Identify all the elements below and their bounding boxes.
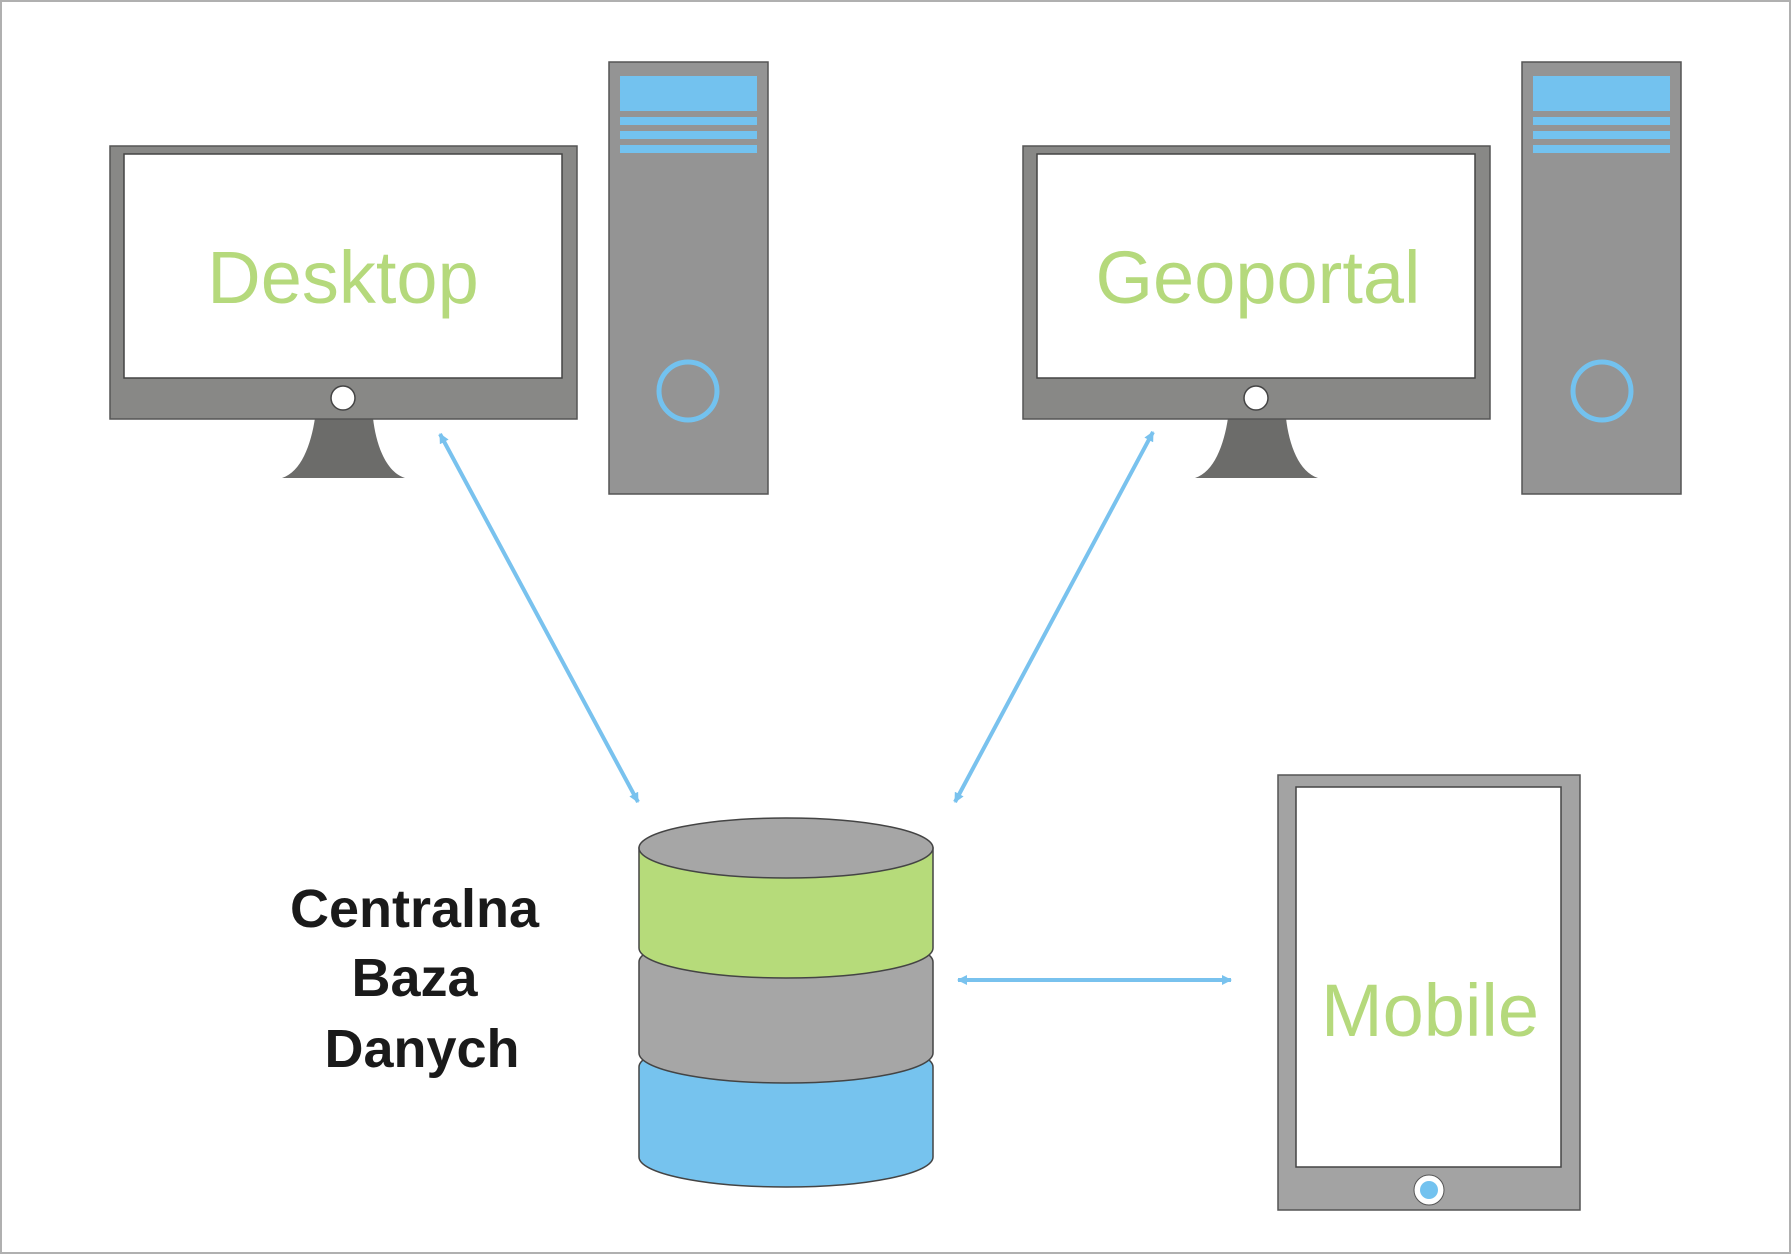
mobile-device: Mobile	[1277, 774, 1581, 1211]
geoportal-workstation: Geoportal	[1022, 61, 1682, 495]
desktop-monitor-icon	[109, 145, 578, 478]
desktop-workstation: Desktop	[109, 61, 769, 495]
arrow-geoportal-database	[953, 431, 1155, 803]
database-label-line-1: Centralna	[290, 879, 540, 939]
mobile-label: Mobile	[1321, 969, 1539, 1052]
geoportal-monitor-icon	[1022, 145, 1491, 478]
geoportal-tower-icon	[1521, 61, 1682, 495]
database-label: Centralna Baza Danych	[290, 879, 554, 1079]
desktop-label: Desktop	[207, 236, 478, 319]
database-label-line-2: Baza	[351, 948, 478, 1008]
database-cylinder-icon	[638, 817, 934, 1188]
database-label-line-3: Danych	[324, 1019, 519, 1079]
geoportal-label: Geoportal	[1096, 236, 1421, 319]
desktop-tower-icon	[608, 61, 769, 495]
arrow-desktop-database	[438, 433, 640, 803]
tablet-icon	[1277, 774, 1581, 1211]
